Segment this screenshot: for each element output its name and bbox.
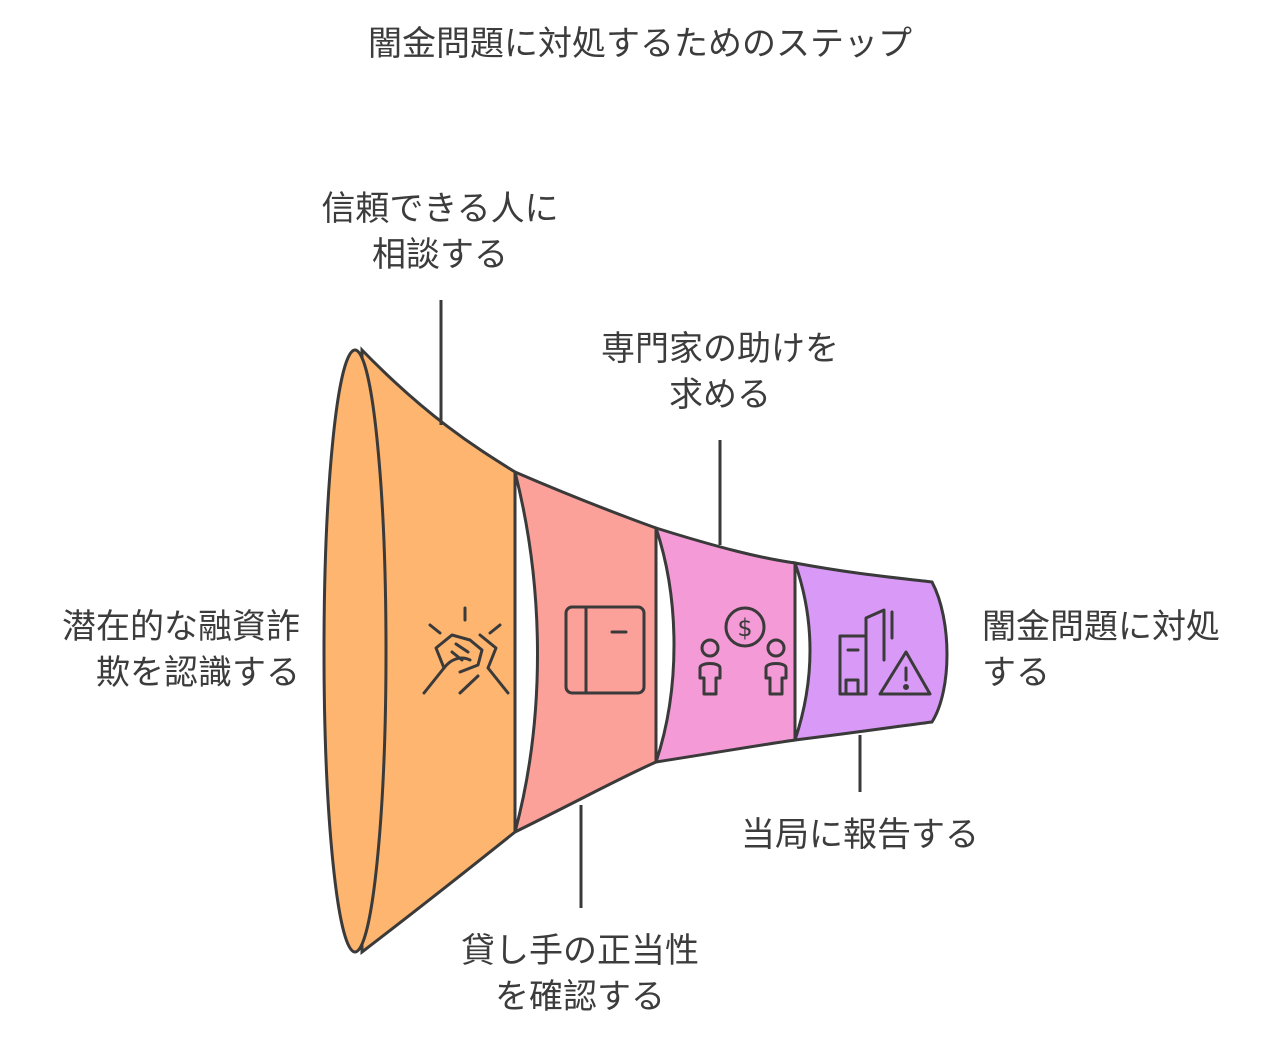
svg-text:$: $ — [737, 614, 752, 642]
book-icon — [564, 605, 646, 695]
label-recognize: 潜在的な融資詐 欺を認識する — [62, 607, 300, 693]
handshake-icon — [422, 606, 510, 695]
funnel-mouth — [322, 348, 388, 954]
funnel-segment-expert — [653, 525, 797, 764]
label-resolve: 闇金問題に対処 する — [982, 607, 1220, 693]
label-verify: 貸し手の正当性 を確認する — [461, 931, 699, 1017]
label-expert: 専門家の助けを 求める — [601, 329, 839, 415]
funnel-segment-report — [792, 561, 949, 742]
label-report: 当局に報告する — [741, 815, 979, 855]
diagram-title: 闇金問題に対処するためのステップ — [368, 24, 912, 64]
people-money-icon: $ — [698, 606, 788, 696]
building-warning-icon — [838, 608, 932, 696]
label-trust: 信頼できる人に 相談する — [321, 189, 559, 275]
